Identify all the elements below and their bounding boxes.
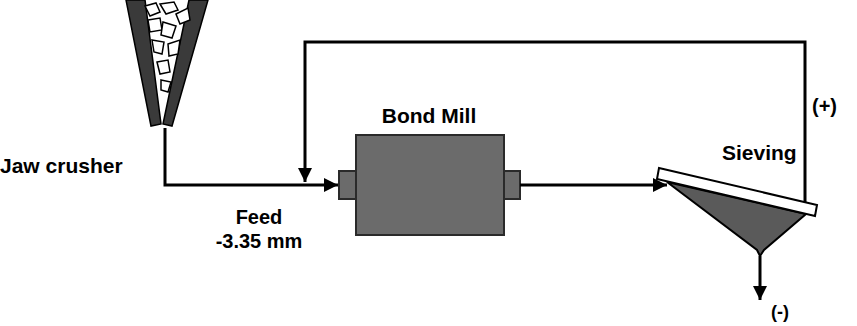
stream-label: (-) bbox=[771, 300, 789, 324]
sieve-symbol bbox=[657, 168, 817, 256]
node-label: Sieving bbox=[722, 141, 797, 165]
crusher-node: Jaw crusher bbox=[126, 0, 208, 128]
flow-connector bbox=[520, 184, 667, 187]
node-label: Jaw crusher bbox=[0, 154, 123, 178]
jaw-crusher-symbol bbox=[126, 0, 208, 126]
edge-label: (+) bbox=[812, 94, 837, 118]
flow-connector bbox=[305, 42, 805, 202]
flow-connector bbox=[165, 128, 338, 185]
edge-label: Feed -3.35 mm bbox=[212, 205, 306, 253]
undersize-arrow bbox=[759, 256, 762, 300]
node-label: Bond Mill bbox=[382, 104, 476, 128]
bond-mill-symbol bbox=[339, 135, 520, 235]
mill-node: Bond Mill bbox=[338, 135, 520, 235]
sieve-node: Sieving bbox=[655, 165, 820, 260]
